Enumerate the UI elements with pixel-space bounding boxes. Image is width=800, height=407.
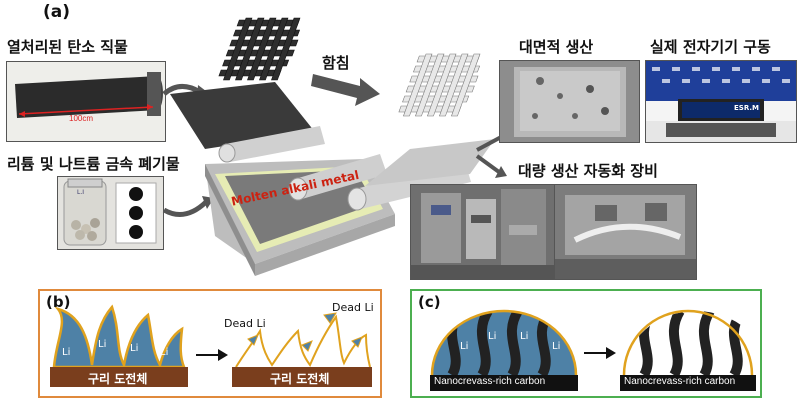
carbon-host-diagram [430, 309, 756, 391]
li-label-c3: Li [520, 331, 529, 342]
li-label-c4: Li [552, 341, 561, 352]
jar-tag: L.I [77, 189, 85, 196]
automation-photo-1 [410, 184, 555, 280]
device-label: 실제 전자기기 구동 [650, 38, 771, 56]
li-label-2: Li [98, 339, 107, 350]
large-area-photo [499, 60, 640, 143]
li-label-4: Li [160, 347, 169, 358]
dendrite-diagram [50, 304, 372, 387]
automation-label: 대량 생산 자동화 장비 [518, 162, 658, 180]
panel-c-letter: (c) [418, 293, 441, 311]
substrate-label-left: 구리 도전체 [88, 372, 148, 386]
dead-li-label-right: Dead Li [332, 301, 374, 314]
impregnation-machine [170, 17, 495, 276]
li-label-1: Li [62, 347, 71, 358]
carbon-fabric-photo: 100cm [6, 61, 166, 142]
light-mesh [398, 53, 481, 117]
carbonized-fabric-label: 열처리된 탄소 직물 [7, 38, 128, 56]
carbon-label-right: Nanocrevass-rich carbon [624, 376, 736, 387]
panel-a-letter: (a) [43, 2, 71, 22]
carbon-label-left: Nanocrevass-rich carbon [434, 376, 546, 387]
panel-c: (c) [410, 289, 762, 398]
li-label-c2: Li [488, 331, 497, 342]
impregnation-label: 함침 [322, 54, 350, 72]
li-label-c1: Li [460, 341, 469, 352]
device-photo: ESR.M [645, 60, 797, 143]
dark-mesh [218, 17, 301, 81]
metal-waste-photo: L.I [57, 176, 164, 250]
large-area-label: 대면적 생산 [519, 38, 594, 56]
li-label-3: Li [130, 343, 139, 354]
panel-b: (b) Li Li Li Li Dead Li Dead Li 구리 도전체 구… [38, 289, 382, 398]
metal-waste-label: 리튬 및 나트륨 금속 폐기물 [7, 155, 180, 173]
panel-b-letter: (b) [46, 293, 71, 311]
substrate-label-right: 구리 도전체 [270, 372, 330, 386]
automation-photo-2 [554, 184, 697, 280]
device-screen-text: ESR.M [734, 104, 759, 112]
fabric-length-label: 100cm [69, 114, 94, 123]
dead-li-label-left: Dead Li [224, 317, 266, 330]
